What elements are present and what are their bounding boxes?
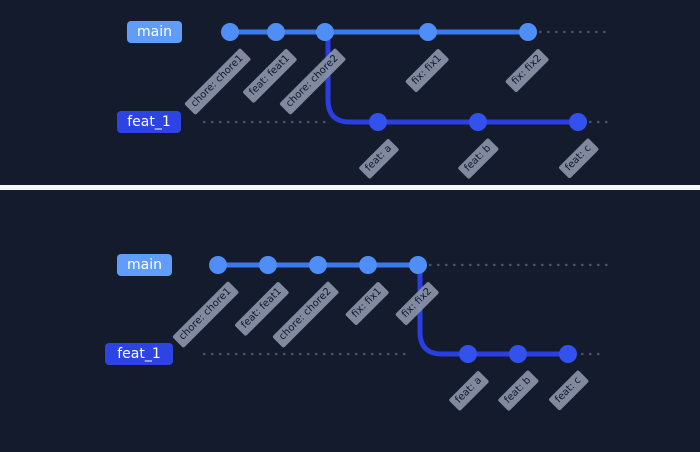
commit-node xyxy=(209,256,227,274)
branch-label-main: main xyxy=(117,254,172,276)
commit-node xyxy=(267,23,285,41)
commit-node xyxy=(519,23,537,41)
commit-node xyxy=(569,113,587,131)
commit-node xyxy=(309,256,327,274)
branch-label-feat-1: feat_1 xyxy=(105,343,173,365)
commit-node xyxy=(359,256,377,274)
commit-node xyxy=(221,23,239,41)
git-graph-top xyxy=(202,23,610,131)
git-graph-bottom xyxy=(202,256,610,363)
commit-node xyxy=(459,345,477,363)
commit-node xyxy=(469,113,487,131)
commit-node xyxy=(419,23,437,41)
branch-label-feat-1: feat_1 xyxy=(117,111,181,133)
commit-node xyxy=(559,345,577,363)
commit-node xyxy=(409,256,427,274)
commit-node xyxy=(259,256,277,274)
section-divider xyxy=(0,185,700,190)
feat-branch-line xyxy=(325,33,581,125)
commit-node xyxy=(509,345,527,363)
branch-label-main: main xyxy=(127,21,182,43)
commit-node xyxy=(369,113,387,131)
commit-node xyxy=(316,23,334,41)
feat-branch-line xyxy=(417,265,571,357)
